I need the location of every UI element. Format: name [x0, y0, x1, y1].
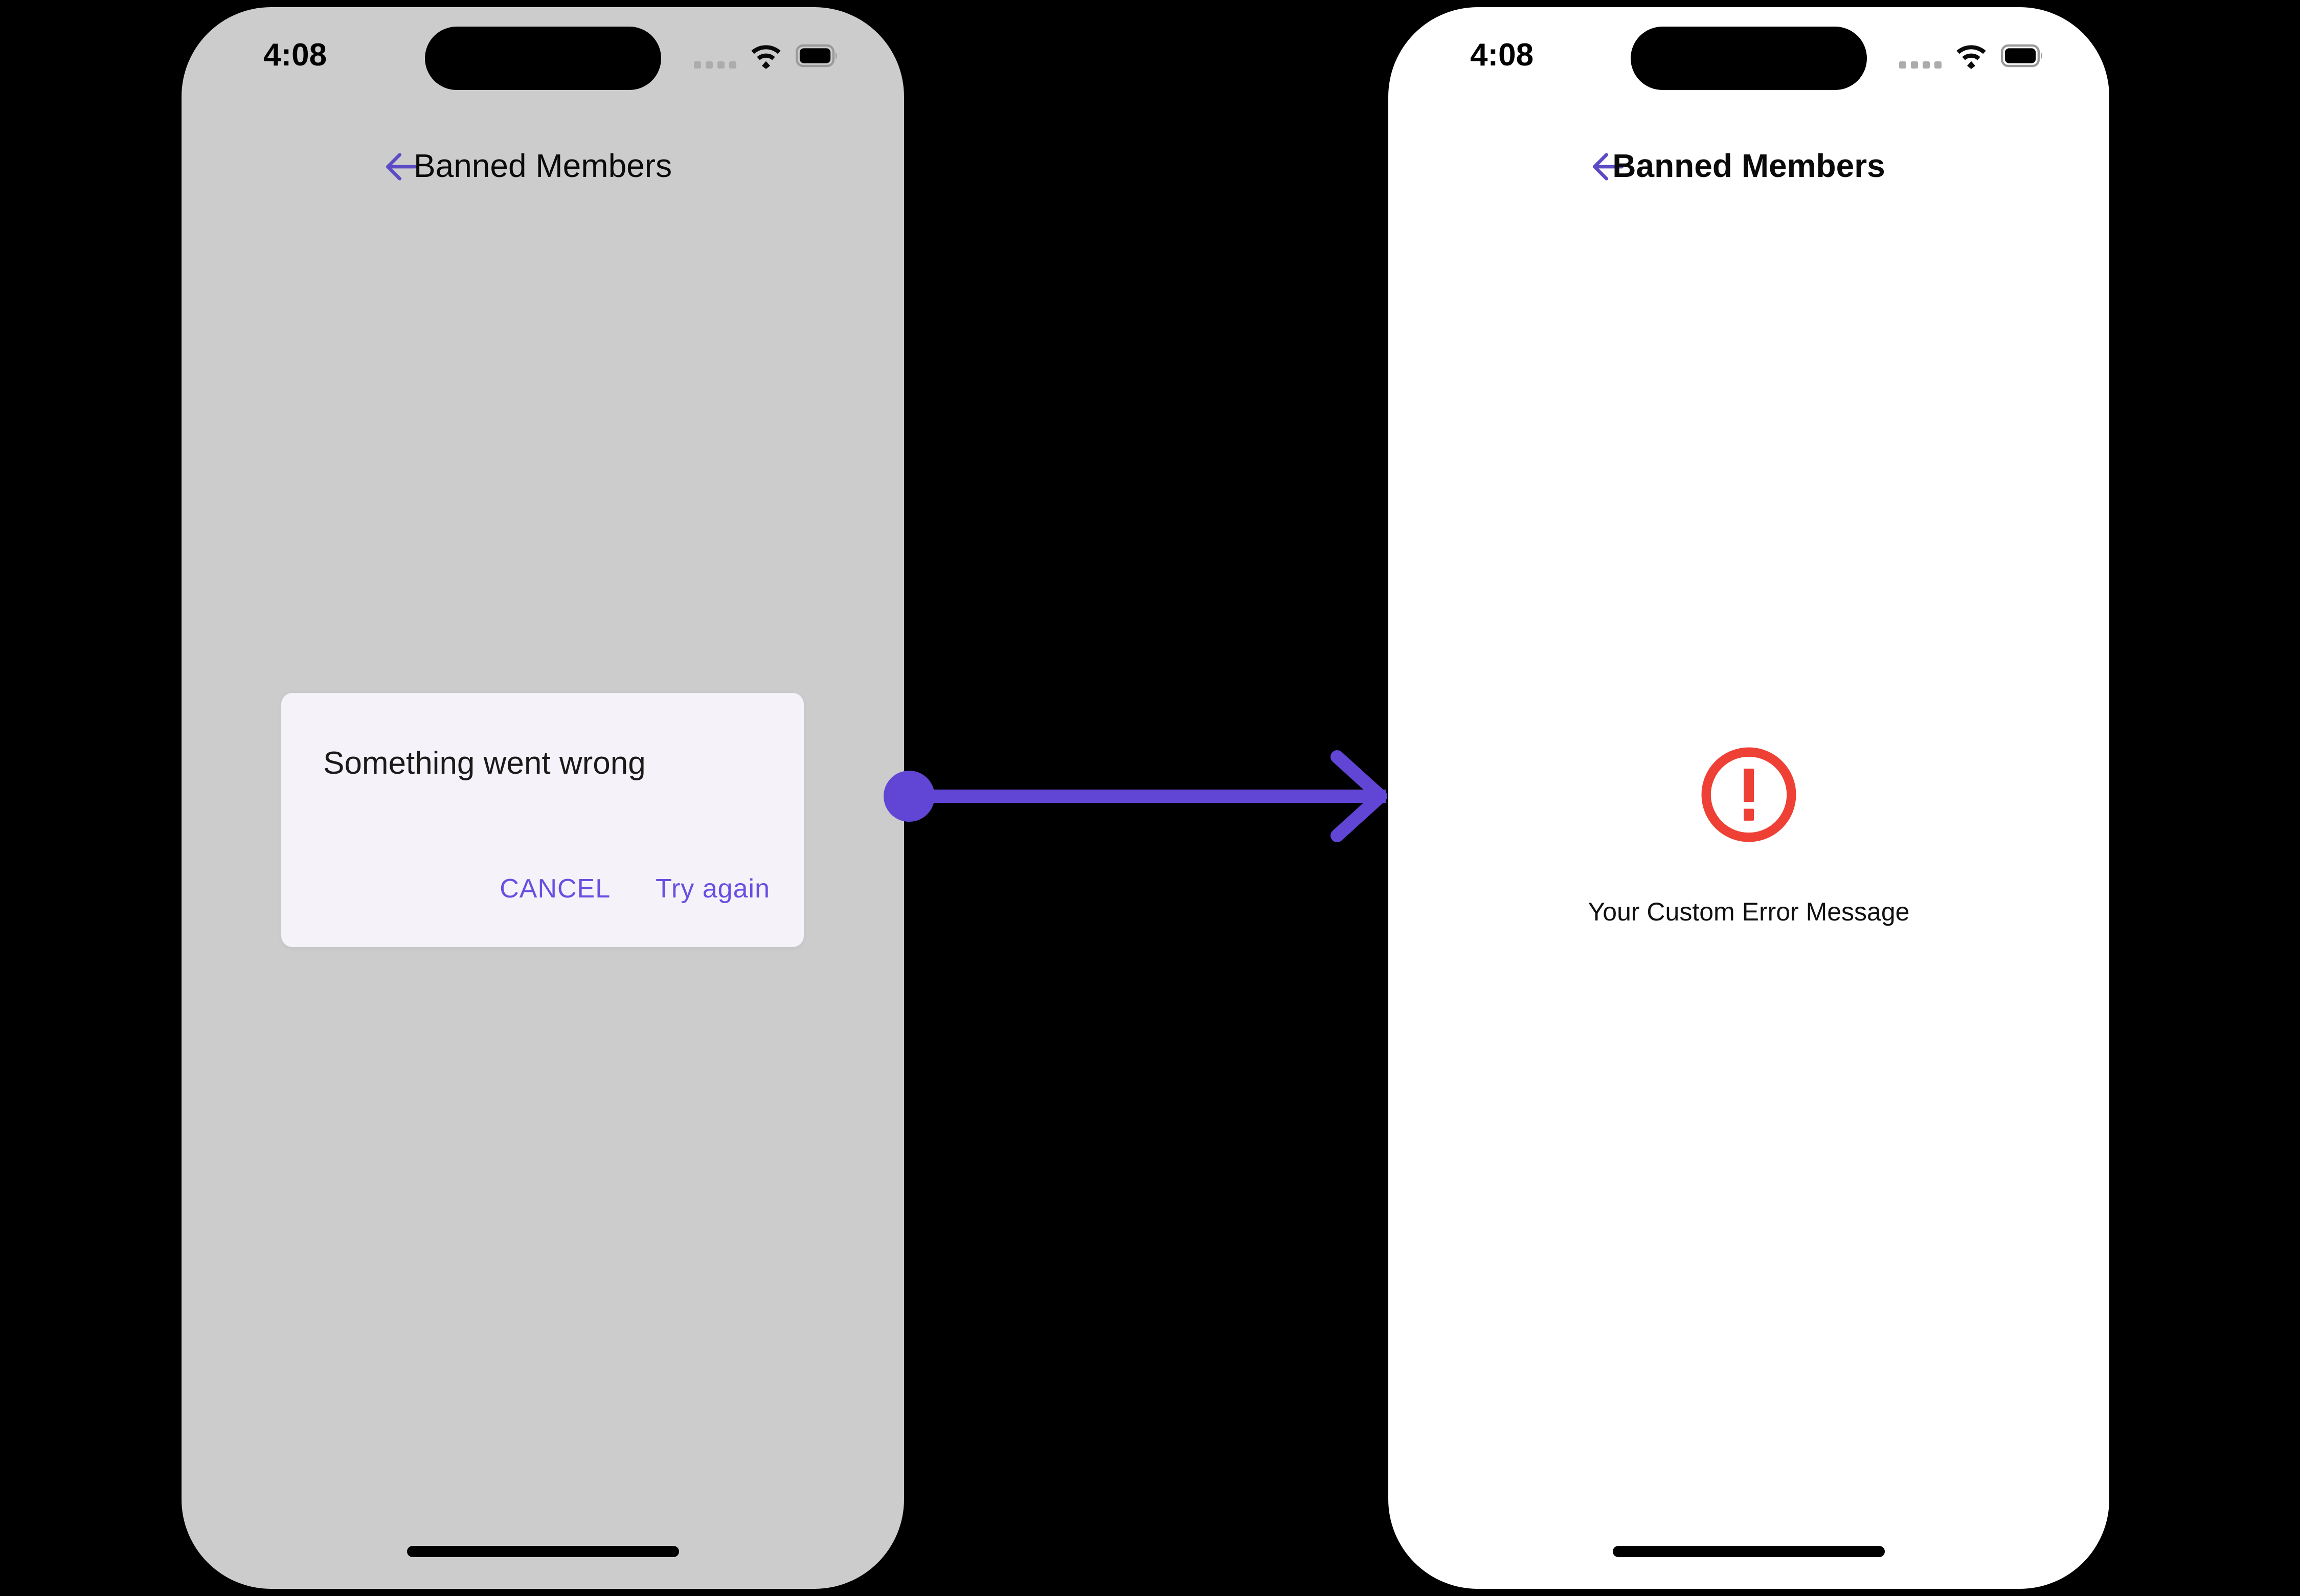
back-arrow-icon [1593, 153, 1623, 181]
error-dialog: Something went wrong CANCEL Try again [281, 693, 804, 947]
back-button[interactable] [1588, 146, 1629, 187]
arrow-right-icon [1331, 750, 1387, 842]
phone-screen-dialog-state: 4:08 Banned Members Somet [182, 7, 904, 1589]
dialog-title: Something went wrong [323, 746, 646, 781]
error-circle-exclamation-icon [1701, 747, 1796, 842]
status-time: 4:08 [263, 37, 327, 73]
try-again-button[interactable]: Try again [656, 874, 770, 904]
home-indicator[interactable] [1613, 1546, 1885, 1557]
home-indicator[interactable] [407, 1546, 679, 1557]
custom-error-state: Your Custom Error Message [1388, 744, 2109, 925]
signal-dots-icon [694, 37, 736, 75]
status-bar: 4:08 [1388, 7, 2109, 94]
status-bar: 4:08 [182, 7, 904, 94]
navigation-bar: Banned Members [1388, 135, 2109, 196]
page-title: Banned Members [413, 147, 672, 184]
cancel-button[interactable]: CANCEL [500, 874, 611, 904]
status-time: 4:08 [1470, 37, 1534, 73]
dynamic-island [1631, 27, 1867, 90]
battery-full-icon [796, 44, 837, 68]
back-arrow-icon [386, 153, 417, 181]
back-button[interactable] [381, 146, 422, 187]
wifi-icon [1956, 45, 1986, 69]
dialog-actions: CANCEL Try again [500, 875, 770, 902]
status-indicators [694, 37, 839, 75]
wifi-icon [751, 45, 781, 69]
flow-connector-arrow [884, 750, 1387, 842]
phone-screen-custom-error-state: 4:08 Banned Members [1388, 7, 2109, 1589]
status-indicators [1899, 37, 2044, 75]
page-title: Banned Members [1612, 147, 1885, 184]
battery-full-icon [2001, 44, 2042, 68]
dynamic-island [424, 27, 661, 90]
signal-dots-icon [1899, 37, 1942, 75]
navigation-bar: Banned Members [182, 135, 904, 196]
error-message: Your Custom Error Message [1588, 897, 1910, 926]
